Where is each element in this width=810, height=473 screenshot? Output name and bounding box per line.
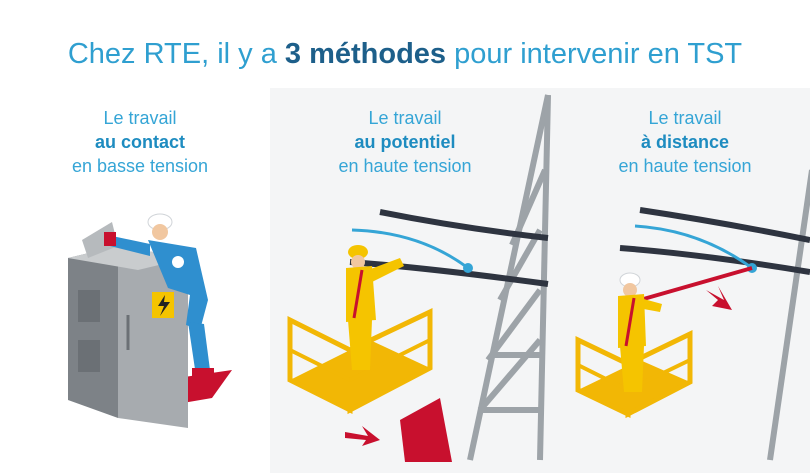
worker-body	[346, 266, 376, 322]
title-suffix: pour intervenir en TST	[446, 38, 743, 70]
cabinet-front	[118, 246, 188, 428]
worker-leg	[188, 322, 210, 376]
worker-head	[351, 255, 365, 269]
cabinet-vent	[78, 290, 100, 322]
direction-arrow	[706, 286, 732, 310]
worker-glove	[104, 232, 116, 246]
worker-leg	[620, 346, 644, 392]
rte-badge	[172, 256, 184, 268]
pylon	[767, 169, 810, 461]
crane-boom	[400, 398, 452, 462]
worker-head	[623, 283, 637, 297]
title-prefix: Chez RTE, il y a	[67, 38, 285, 70]
potential-scene	[287, 94, 551, 462]
cabinet-open-door	[82, 222, 118, 258]
conductor-line	[639, 207, 810, 243]
worker-leg	[348, 320, 372, 370]
conductor-live	[351, 228, 469, 270]
worker-arm	[638, 298, 662, 312]
conductor-line	[619, 245, 810, 275]
caption-voltage: en haute tension	[338, 156, 472, 176]
basket-rail	[349, 338, 431, 382]
caption-line: Le travail	[368, 108, 442, 128]
low-voltage-scene	[68, 213, 232, 428]
method-caption-contact: Le travail au contact en basse tension	[40, 106, 240, 178]
caption-method-name: au contact	[94, 132, 186, 152]
page-title: Chez RTE, il y a 3 méthodes pour interve…	[0, 38, 810, 71]
caption-line: Le travail	[103, 108, 177, 128]
cabinet-vent	[78, 340, 100, 372]
caption-method-name: au potentiel	[354, 132, 456, 152]
lightning-bolt-icon	[158, 295, 170, 316]
conductor-line	[379, 209, 549, 241]
worker-head	[152, 224, 168, 240]
safety-harness	[624, 297, 636, 347]
basket-wall	[625, 330, 693, 419]
cabinet-side	[68, 246, 118, 418]
connection-point	[463, 263, 473, 273]
distance-scene	[575, 169, 810, 461]
hot-stick	[639, 266, 753, 302]
method-caption-distance: Le travail à distance en haute tension	[585, 106, 785, 178]
worker-arm	[110, 236, 150, 256]
caption-method-name: à distance	[640, 132, 730, 152]
conductor-live	[634, 224, 753, 270]
worker-boot	[192, 368, 214, 380]
basket-wall	[347, 308, 433, 415]
title-highlight: 3 méthodes	[284, 38, 447, 70]
worker-arm	[368, 258, 404, 282]
conductor-line	[349, 259, 549, 287]
caption-voltage: en basse tension	[71, 156, 209, 176]
basket-rail	[577, 363, 629, 392]
panel-3-background	[540, 88, 810, 473]
method-caption-potential: Le travail au potentiel en haute tension	[305, 106, 505, 178]
safety-harness	[352, 269, 364, 319]
caption-voltage: en haute tension	[618, 156, 752, 176]
worker-body	[148, 240, 208, 330]
caption-line: Le travail	[648, 108, 722, 128]
basket-rail	[289, 348, 351, 382]
worker-helmet	[348, 245, 368, 259]
direction-arrow	[345, 426, 380, 446]
